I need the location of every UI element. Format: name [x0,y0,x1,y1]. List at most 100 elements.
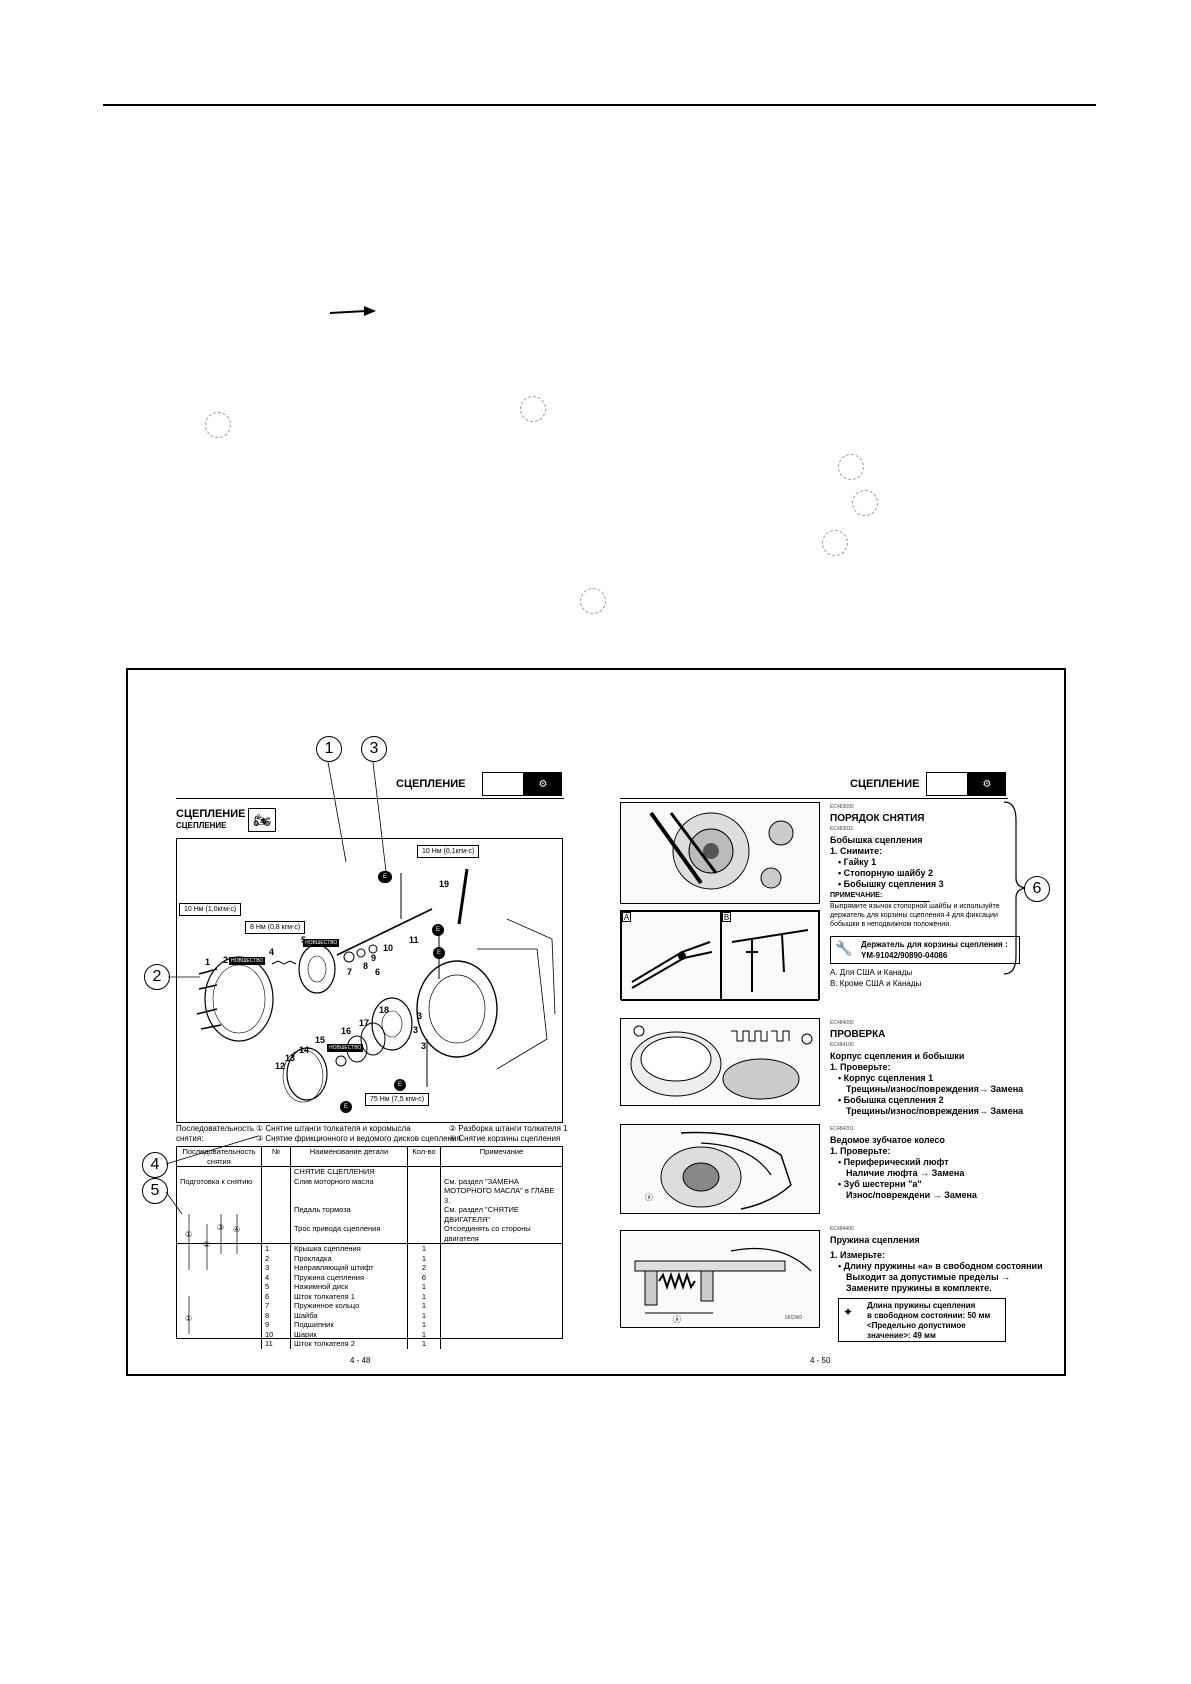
note-text: Выпрямите язычок стопорной шайбы и испол… [830,903,1000,928]
header-box [926,772,968,796]
inspection-item: Трещины/износ/повреждения→ Замена [846,1106,1024,1116]
circle-mark-icon [822,530,848,556]
part-name: Нажимной диск [290,1282,408,1292]
part-name: Шток толкателя 1 [290,1291,408,1301]
variant-b: B. Кроме США и Канады [830,979,922,988]
spec-line: в свободном состоянии: 50 мм [867,1311,991,1320]
part-no: 1 [261,1243,291,1254]
removal-item: • Стопорную шайбу 2 [838,868,933,878]
label-a: ⓐ [645,1193,653,1202]
part-name: Шарик [290,1329,408,1339]
left-header-title: СЦЕПЛЕНИЕ [396,778,466,790]
photo-code: 5III2Ж0 [785,1315,803,1321]
sequence-lines [188,1214,238,1334]
part-qty: 6 [407,1272,441,1282]
top-rule [103,104,1096,106]
circle-mark-icon [838,454,864,480]
inspection-subtitle: Корпус сцепления и бобышки [830,1051,965,1061]
callout-1: 1 [316,736,342,762]
part-qty: 1 [407,1291,441,1301]
part-no: 8 [261,1310,291,1320]
part-no: 9 [261,1320,291,1330]
tool-code: YM-91042/90890-04086 [861,951,948,960]
new-part-badge: НОВШЕСТВО [327,1044,364,1052]
removal-step: 1. Снимите: [830,846,883,856]
header-rule [176,798,564,799]
part-no: 2 [261,1253,291,1263]
col-header: Последовательность снятия [177,1147,262,1167]
part-name: Пружина сцепления [290,1272,408,1282]
spring-subtitle: Пружина сцепления [830,1235,920,1245]
spec-icon: ✦ [843,1305,854,1319]
panel-label: A [622,912,631,922]
col-header: Кол-во [407,1147,441,1167]
part-qty: 1 [407,1253,441,1263]
inspection-item: • Бобышка сцепления 2 [838,1095,944,1105]
part-name: Шток толкателя 2 [290,1339,408,1349]
spring-spec: Длина пружины сцепления в свободном сост… [867,1301,990,1341]
part-note: См. раздел "ЗАМЕНА МОТОРНОГО МАСЛА" в ГЛ… [440,1176,562,1205]
col-header: № [261,1147,291,1167]
part-qty: 2 [407,1263,441,1273]
empty-cell [440,1263,562,1273]
inspection-title: ПРОВЕРКА [830,1029,886,1040]
part-name: Трос привода сцепления [290,1224,408,1244]
page-number: 4 - 48 [350,1356,371,1365]
part-number: 11 [409,935,419,945]
part-number: 9 [371,953,377,963]
spec-line: значение>: 49 мм [867,1331,936,1340]
photo-clutch-boss-removal [620,802,820,904]
section-title: СЦЕПЛЕНИЕ [176,808,246,820]
spring-section: EC484400 Пружина сцепления 1. Измерьте: … [830,1224,1050,1294]
oil-icon: E [433,947,445,959]
photo-panel-b: B [721,911,819,1001]
part-number: 7 [347,967,353,977]
left-page: СЦЕПЛЕНИЕ ⚙ СЦЕПЛЕНИЕ СЦЕПЛЕНИЕ 🏍 1 3 2 … [142,720,568,1365]
inspection-step: 1. Проверьте: [830,1062,891,1072]
part-name: Педаль тормоза [290,1205,408,1224]
oil-icon: E [340,1101,352,1113]
callout-5: 5 [142,1178,168,1204]
torque-label: 75 Нм (7,5 кгм-с) [365,1093,430,1106]
torque-label: 8 Нм (0,8 кгм-с) [245,921,306,934]
header-rule [620,798,1008,799]
empty-cell [440,1329,562,1339]
part-note: См. раздел "СНЯТИЕ ДВИГАТЕЛЯ" [440,1205,562,1224]
part-number: 5 [301,935,307,945]
removal-subtitle: Бобышка сцепления [830,835,923,845]
part-name: Направляющий штифт [290,1263,408,1273]
part-no: 10 [261,1329,291,1339]
removal-section: EC483000 ПОРЯДОК СНЯТИЯ EC483011 Бобышка… [830,802,1020,929]
motorcycle-icon: 🏍 [248,808,276,832]
part-number: 3 [413,1025,419,1035]
removal-item: • Бобышку сцепления 3 [838,879,944,889]
photo-spring-measure: ⓐ 5III2Ж0 [620,1230,820,1328]
sequence-marker: ④ [233,1225,241,1234]
gear-item: • Периферический люфт [838,1157,949,1167]
empty-cell [440,1282,562,1292]
part-name: Крышка сцепления [290,1243,408,1254]
spring-item: Замените пружины в комплекте. [846,1283,992,1293]
part-qty: 1 [407,1320,441,1330]
part-qty: 1 [407,1243,441,1254]
arrow-right-icon [330,306,376,316]
part-no: 4 [261,1272,291,1282]
new-part-badge: НОВШЕСТВО [229,957,266,965]
part-number: 3 [417,1011,423,1021]
photo-panel-a: A [621,911,721,1001]
doc-code: EC484201 [830,1126,854,1132]
panel-label: B [722,912,731,922]
callout-3: 3 [361,736,387,762]
gear-step: 1. Проверьте: [830,1146,891,1156]
part-no: 5 [261,1282,291,1292]
special-tool-icon: 🔧 [835,940,853,956]
empty-cell [177,1339,262,1349]
manual-spread-frame: СЦЕПЛЕНИЕ ⚙ СЦЕПЛЕНИЕ СЦЕПЛЕНИЕ 🏍 1 3 2 … [126,668,1066,1376]
doc-code: EC484400 [830,1226,854,1232]
part-name: Подшипник [290,1320,408,1330]
